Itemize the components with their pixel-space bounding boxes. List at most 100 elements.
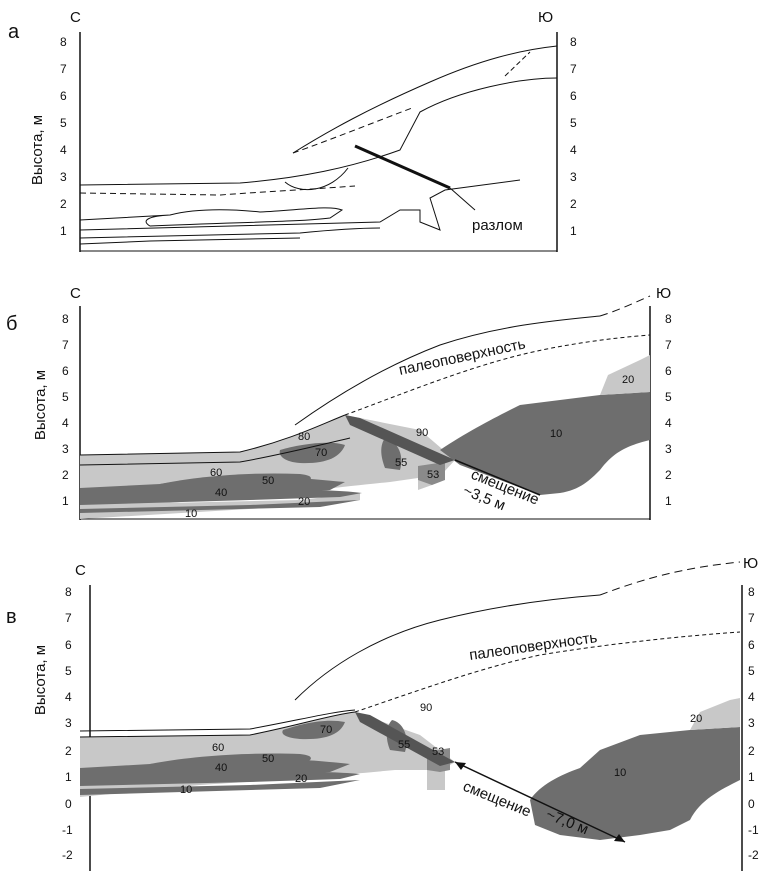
panel-a-tick-left: 8 <box>60 35 67 49</box>
panel-b-tick-left: 8 <box>62 312 69 326</box>
panel-a-base-contact <box>80 238 300 244</box>
panel-c-right-ticks: -2 -1 0 1 2 3 4 5 6 7 8 <box>748 585 759 862</box>
panel-c-tick-right: -2 <box>748 848 759 862</box>
panel-c-tick-right: 2 <box>748 744 755 758</box>
panel-b-unit-label: 70 <box>315 447 327 459</box>
panel-b-paleosurface-label: палеоповерхность <box>397 335 527 378</box>
panel-c-unit-label: 60 <box>212 742 224 754</box>
panel-c-unit-label: 50 <box>262 753 274 765</box>
panel-b-tick-left: 5 <box>62 390 69 404</box>
panel-b-left-ticks: 1 2 3 4 5 6 7 8 <box>62 312 69 508</box>
panel-c-label: в <box>6 606 17 628</box>
panel-c-tick-right: 8 <box>748 585 755 599</box>
panel-c-tick-right: -1 <box>748 823 759 837</box>
panel-b-south-label: Ю <box>656 285 671 302</box>
panel-c-tick-left: 7 <box>65 611 72 625</box>
panel-b-right-ticks: 1 2 3 4 5 6 7 8 <box>665 312 672 508</box>
panel-a-fault-label: разлом <box>472 217 523 234</box>
panel-b-unit-label: 90 <box>416 427 428 439</box>
panel-a-tick-right: 2 <box>570 197 577 211</box>
panel-b-unit-label: 40 <box>215 487 227 499</box>
panel-b: б С Ю Высота, м 1 2 3 4 5 6 7 8 1 2 3 4 … <box>6 285 672 520</box>
panel-b-tick-right: 3 <box>665 442 672 456</box>
panel-b-tick-right: 1 <box>665 494 672 508</box>
panel-b-unit-label: 20 <box>622 374 634 386</box>
panel-c-left-ticks: -2 -1 0 1 2 3 4 5 6 7 8 <box>62 585 73 862</box>
panel-a-y-axis-label: Высота, м <box>29 115 46 185</box>
panel-a-right-ticks: 1 2 3 4 5 6 7 8 <box>570 35 577 238</box>
panel-c-unit-label: 55 <box>398 739 410 751</box>
panel-c-unit-label: 53 <box>432 746 444 758</box>
panel-a-tick-right: 7 <box>570 62 577 76</box>
panel-c-tick-left: 2 <box>65 744 72 758</box>
panel-a-dashed-short <box>505 52 530 76</box>
panel-b-tick-left: 7 <box>62 338 69 352</box>
panel-b-unit-label: 10 <box>185 508 197 520</box>
panel-c-unit-label: 40 <box>215 762 227 774</box>
panel-b-y-axis-label: Высота, м <box>32 370 49 440</box>
panel-b-north-label: С <box>70 285 81 302</box>
panel-c-tick-right: 1 <box>748 770 755 784</box>
panel-c-tick-left: -2 <box>62 848 73 862</box>
panel-a-north-label: С <box>70 9 81 26</box>
panel-c-tick-left: -1 <box>62 823 73 837</box>
panel-c-displacement-label: смещение <box>461 778 534 821</box>
panel-a-left-ticks: 1 2 3 4 5 6 7 8 <box>60 35 67 238</box>
panel-b-tick-right: 8 <box>665 312 672 326</box>
panel-c-tick-left: 5 <box>65 664 72 678</box>
panel-a-tick-right: 5 <box>570 116 577 130</box>
panel-b-tick-right: 7 <box>665 338 672 352</box>
panel-a-tick-left: 4 <box>60 143 67 157</box>
panel-b-unit-label: 20 <box>298 496 310 508</box>
panel-c-unit-label: 20 <box>690 713 702 725</box>
panel-b-unit-label: 55 <box>395 457 407 469</box>
panel-a-tick-left: 1 <box>60 224 67 238</box>
panel-c-tick-right: 6 <box>748 638 755 652</box>
panel-c-unit-label: 90 <box>420 702 432 714</box>
panel-c-tick-left: 0 <box>65 797 72 811</box>
panel-b-unit-label: 53 <box>427 469 439 481</box>
panel-c-tick-right: 5 <box>748 664 755 678</box>
panel-b-tick-left: 1 <box>62 494 69 508</box>
panel-c-tick-right: 7 <box>748 611 755 625</box>
panel-c-tick-right: 0 <box>748 797 755 811</box>
panel-c-contacts <box>80 562 740 737</box>
panel-a-tick-left: 7 <box>60 62 67 76</box>
panel-c-tick-left: 4 <box>65 690 72 704</box>
panel-a-dashed-contact <box>80 186 355 195</box>
panel-b-unit-label: 50 <box>262 475 274 487</box>
panel-a-tick-left: 6 <box>60 89 67 103</box>
panel-a-fault-trace <box>450 188 475 210</box>
panel-b-tick-left: 4 <box>62 416 69 430</box>
panel-c-south-label: Ю <box>743 555 758 572</box>
panel-c-tick-left: 1 <box>65 770 72 784</box>
panel-c-north-label: С <box>75 562 86 579</box>
panel-c-tick-left: 3 <box>65 716 72 730</box>
panel-b-label: б <box>6 313 17 335</box>
panel-b-tick-left: 3 <box>62 442 69 456</box>
panel-a-tick-left: 5 <box>60 116 67 130</box>
panel-a-tick-right: 8 <box>570 35 577 49</box>
panel-a-lower-contact-2 <box>80 228 380 238</box>
panel-a-contacts <box>80 46 557 244</box>
panel-c: в С Ю Высота, м -2 -1 0 1 2 3 4 5 6 7 8 … <box>6 555 759 871</box>
panel-c-paleosurface-dashed <box>600 562 740 595</box>
panel-c-tick-left: 8 <box>65 585 72 599</box>
panel-a-upper-contact <box>80 78 557 185</box>
panel-c-unit-label: 20 <box>295 773 307 785</box>
panel-c-tick-right: 3 <box>748 716 755 730</box>
panel-b-unit-label: 80 <box>298 431 310 443</box>
panel-a-tick-left: 2 <box>60 197 67 211</box>
panel-c-y-axis-label: Высота, м <box>32 645 49 715</box>
panel-a-tick-left: 3 <box>60 170 67 184</box>
panel-c-unit-label: 10 <box>614 767 626 779</box>
panel-b-tick-left: 6 <box>62 364 69 378</box>
panel-a-label: а <box>8 21 20 43</box>
panel-a-tick-right: 3 <box>570 170 577 184</box>
panel-b-unit-label: 60 <box>210 467 222 479</box>
panel-b-unit-label: 10 <box>550 428 562 440</box>
panel-b-tick-right: 2 <box>665 468 672 482</box>
panel-c-unit-label: 10 <box>180 784 192 796</box>
panel-b-tick-right: 5 <box>665 390 672 404</box>
